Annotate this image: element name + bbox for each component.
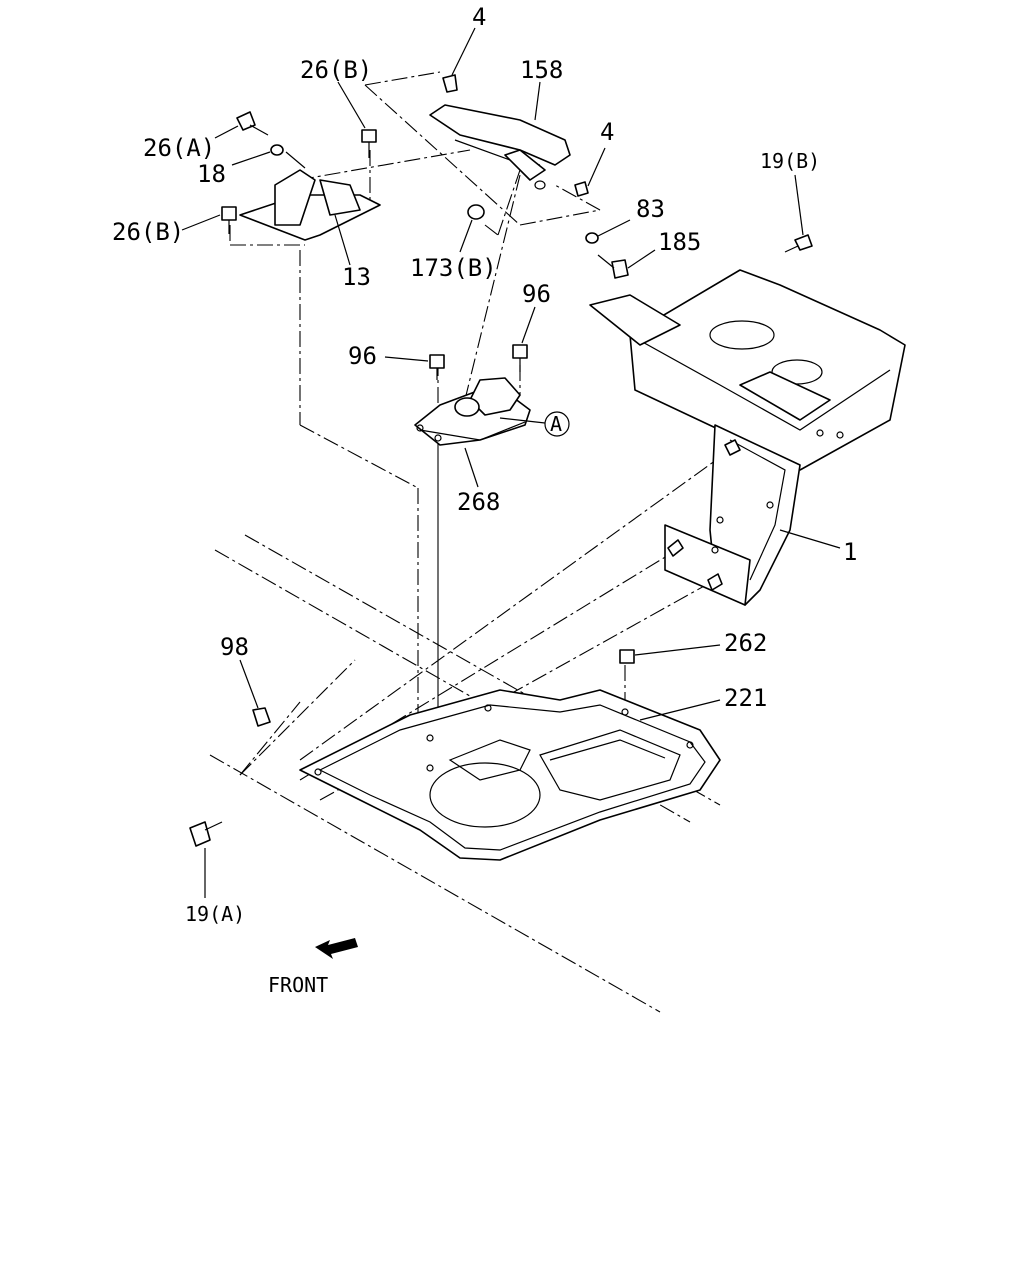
label-96-right: 96 [522,280,551,308]
leader-lines [181,27,841,898]
bracket-1 [589,269,906,606]
label-26a: 26(A) [143,134,215,162]
fasteners [189,74,813,847]
label-19b: 19(B) [760,149,820,173]
part-labels: 4 158 26(B) 26(A) 18 4 19(B) 83 185 26(B… [112,3,857,997]
label-173b: 173(B) [410,254,497,282]
label-83: 83 [636,195,665,223]
label-185: 185 [658,228,701,256]
label-268: 268 [457,488,500,516]
label-158: 158 [520,56,563,84]
label-221: 221 [724,684,767,712]
label-262: 262 [724,629,767,657]
label-4-right: 4 [600,118,614,146]
label-13: 13 [342,263,371,291]
front-arrow-icon [315,938,358,959]
label-a: A [550,412,562,436]
lever-158 [429,104,571,190]
label-26b-top: 26(B) [300,56,372,84]
label-19a: 19(A) [185,902,245,926]
label-96-left: 96 [348,342,377,370]
label-1: 1 [843,538,857,566]
housing-268 [414,377,531,446]
bracket-13 [239,169,381,241]
label-18: 18 [197,160,226,188]
front-label: FRONT [268,973,328,997]
label-26b-left: 26(B) [112,218,184,246]
floor-panel-221 [299,689,721,861]
label-4-top: 4 [472,3,486,31]
label-98: 98 [220,633,249,661]
